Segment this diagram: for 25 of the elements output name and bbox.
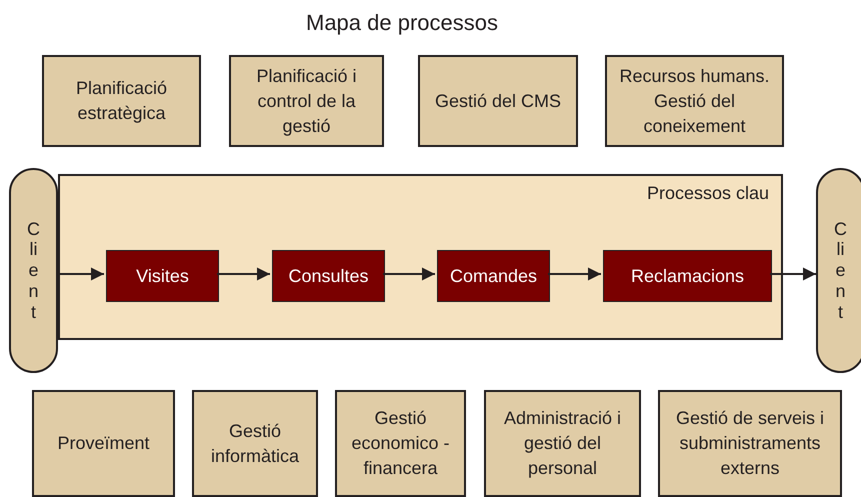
arrow <box>58 268 104 280</box>
process-box: Gestió informàtica <box>192 390 318 497</box>
process-box: Gestió de serveis i subministraments externs <box>658 390 842 497</box>
client-label: Client <box>27 218 40 322</box>
client-pill <box>816 168 861 373</box>
arrow <box>548 268 601 280</box>
arrow <box>383 268 435 280</box>
process-box: Proveïment <box>32 390 175 497</box>
process-box: Administració i gestió del personal <box>484 390 641 497</box>
arrow <box>217 268 270 280</box>
process-box: Planificació estratègica <box>42 55 201 147</box>
process-box: Gestió del CMS <box>418 55 578 147</box>
process-box: Recursos humans. Gestió del coneixement <box>605 55 784 147</box>
key-process-band <box>58 174 783 340</box>
client-label: Client <box>834 218 847 322</box>
diagram-title: Mapa de processos <box>306 9 498 37</box>
process-box: Gestió economico -financera <box>335 390 466 497</box>
client-pill <box>9 168 58 373</box>
key-process-box: Consultes <box>272 250 385 302</box>
process-box: Planificació i control de la gestió <box>229 55 384 147</box>
key-process-box: Comandes <box>437 250 550 302</box>
band-title: Processos clau <box>646 182 769 205</box>
key-process-box: Visites <box>106 250 219 302</box>
arrow <box>770 268 816 280</box>
key-process-box: Reclamacions <box>603 250 772 302</box>
